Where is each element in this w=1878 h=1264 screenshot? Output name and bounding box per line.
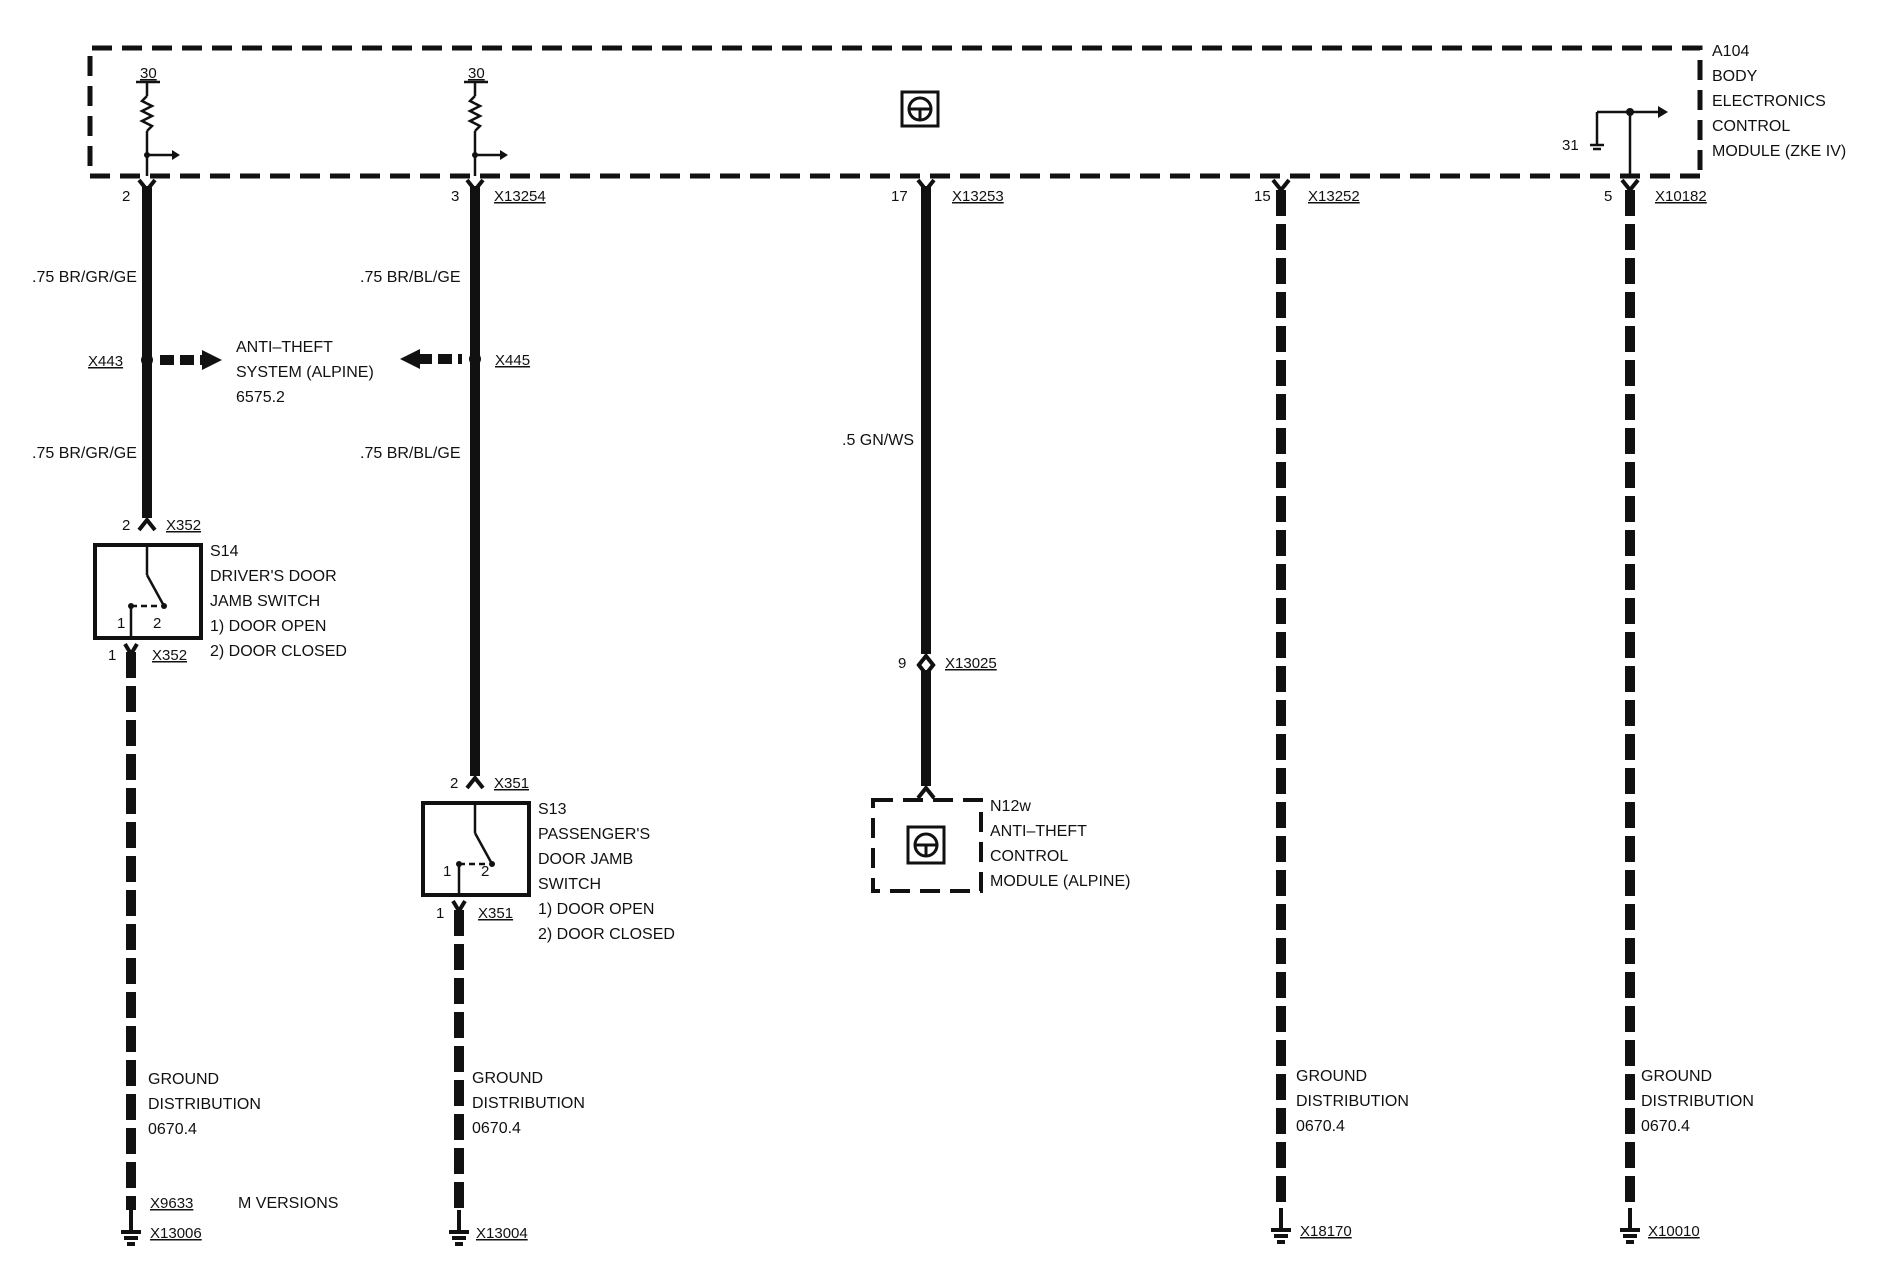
pin-number: 2 bbox=[122, 188, 130, 205]
internal-pullup-mid: 30 bbox=[464, 65, 508, 176]
module-name-line: BODY bbox=[1712, 68, 1758, 85]
connector-label: X13025 bbox=[945, 655, 997, 672]
ground-label: DISTRIBUTION bbox=[1641, 1093, 1754, 1110]
terminal-31-label: 31 bbox=[1562, 137, 1579, 154]
internal-pullup-left: 30 bbox=[136, 65, 180, 176]
component-name: PASSENGER'S bbox=[538, 826, 650, 843]
ground-label: 0670.4 bbox=[1641, 1118, 1690, 1135]
reference-label: 6575.2 bbox=[236, 389, 285, 406]
module-name-line: MODULE (ZKE IV) bbox=[1712, 143, 1846, 160]
ground-label: GROUND bbox=[148, 1071, 219, 1088]
connector-label: X352 bbox=[152, 647, 187, 664]
module-name-line: CONTROL bbox=[1712, 118, 1790, 135]
connector-label: X13254 bbox=[494, 188, 546, 205]
ground-label: GROUND bbox=[1296, 1068, 1367, 1085]
ground-connector-label: X10010 bbox=[1648, 1223, 1700, 1240]
ground-wire-1 bbox=[121, 642, 141, 1246]
splice-dot bbox=[141, 354, 153, 366]
splice-dot bbox=[469, 353, 481, 365]
pin-number: 17 bbox=[891, 188, 908, 205]
connector-label: X352 bbox=[166, 517, 201, 534]
terminal-30-label: 30 bbox=[468, 65, 485, 82]
connector-label: X351 bbox=[478, 905, 513, 922]
ground-wire-4 bbox=[1620, 178, 1640, 1244]
switch-contact-label: 2 bbox=[153, 615, 161, 632]
module-ref: A104 bbox=[1712, 43, 1749, 60]
wire-2 bbox=[465, 178, 485, 790]
arrow-left-icon bbox=[400, 349, 462, 369]
s14-switch bbox=[93, 543, 203, 640]
wire-color-label: .75 BR/GR/GE bbox=[32, 269, 137, 286]
component-name: DOOR JAMB bbox=[538, 851, 633, 868]
wire-color-label: .75 BR/BL/GE bbox=[360, 445, 461, 462]
component-ref: S13 bbox=[538, 801, 567, 818]
component-name: CONTROL bbox=[990, 848, 1068, 865]
switch-contact-label: 1 bbox=[117, 615, 125, 632]
switch-state: 2) DOOR CLOSED bbox=[538, 926, 675, 943]
ground-wire-3 bbox=[1271, 178, 1291, 1244]
wire-3 bbox=[916, 178, 936, 800]
n12w-module bbox=[871, 798, 983, 893]
component-name: JAMB SWITCH bbox=[210, 593, 320, 610]
connector-label: X13253 bbox=[952, 188, 1004, 205]
pin-number: 1 bbox=[436, 905, 444, 922]
switch-contact-label: 2 bbox=[481, 863, 489, 880]
pin-number: 2 bbox=[122, 517, 130, 534]
pin-number: 5 bbox=[1604, 188, 1612, 205]
component-name: DRIVER'S DOOR bbox=[210, 568, 337, 585]
switch-state: 1) DOOR OPEN bbox=[538, 901, 654, 918]
ground-wire-2 bbox=[449, 899, 469, 1246]
arrow-right-icon bbox=[160, 350, 222, 370]
wire-color-label: .75 BR/GR/GE bbox=[32, 445, 137, 462]
variant-note: M VERSIONS bbox=[238, 1195, 338, 1212]
ground-label: DISTRIBUTION bbox=[472, 1095, 585, 1112]
reference-label: ANTI–THEFT bbox=[236, 339, 333, 356]
terminal-30-label: 30 bbox=[140, 65, 157, 82]
wire-1 bbox=[137, 178, 157, 532]
connector-label: X13252 bbox=[1308, 188, 1360, 205]
splice-label: X445 bbox=[495, 352, 530, 369]
switch-contact-label: 1 bbox=[443, 863, 451, 880]
steering-wheel-icon bbox=[900, 90, 940, 128]
ground-connector-label: X13006 bbox=[150, 1225, 202, 1242]
connector-label: X351 bbox=[494, 775, 529, 792]
internal-ground-right: 31 bbox=[1562, 106, 1668, 176]
pin-number: 3 bbox=[451, 188, 459, 205]
switch-state: 2) DOOR CLOSED bbox=[210, 643, 347, 660]
ground-connector-label: X13004 bbox=[476, 1225, 528, 1242]
ground-label: GROUND bbox=[1641, 1068, 1712, 1085]
ground-label: 0670.4 bbox=[148, 1121, 197, 1138]
wire-color-label: .5 GN/WS bbox=[842, 432, 914, 449]
pin-number: 1 bbox=[108, 647, 116, 664]
s13-switch bbox=[421, 801, 531, 897]
pin-number: 15 bbox=[1254, 188, 1271, 205]
module-name-line: ELECTRONICS bbox=[1712, 93, 1826, 110]
splice-label: X443 bbox=[88, 353, 123, 370]
component-ref: N12w bbox=[990, 798, 1031, 815]
ground-label: GROUND bbox=[472, 1070, 543, 1087]
module-boundary bbox=[87, 45, 1703, 179]
pin-number: 2 bbox=[450, 775, 458, 792]
connector-label: X9633 bbox=[150, 1195, 193, 1212]
component-name: SWITCH bbox=[538, 876, 601, 893]
ground-connector-label: X18170 bbox=[1300, 1223, 1352, 1240]
ground-label: 0670.4 bbox=[472, 1120, 521, 1137]
ground-label: 0670.4 bbox=[1296, 1118, 1345, 1135]
switch-state: 1) DOOR OPEN bbox=[210, 618, 326, 635]
pin-number: 9 bbox=[898, 655, 906, 672]
component-name: ANTI–THEFT bbox=[990, 823, 1087, 840]
reference-label: SYSTEM (ALPINE) bbox=[236, 364, 374, 381]
ground-label: DISTRIBUTION bbox=[148, 1096, 261, 1113]
wire-color-label: .75 BR/BL/GE bbox=[360, 269, 461, 286]
ground-label: DISTRIBUTION bbox=[1296, 1093, 1409, 1110]
component-ref: S14 bbox=[210, 543, 239, 560]
connector-label: X10182 bbox=[1655, 188, 1707, 205]
component-name: MODULE (ALPINE) bbox=[990, 873, 1130, 890]
